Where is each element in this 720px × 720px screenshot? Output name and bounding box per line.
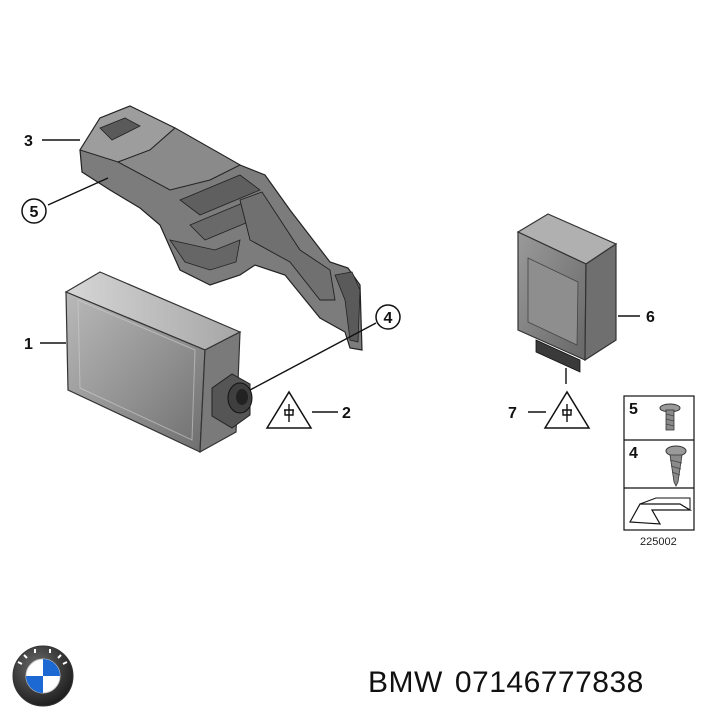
callout-3: 3	[24, 133, 33, 150]
screw-icon	[665, 445, 687, 487]
callout-7: 7	[508, 405, 517, 422]
plug-warning-icon	[265, 390, 313, 429]
callout-2: 2	[342, 405, 351, 422]
callout-5: 5	[30, 204, 39, 221]
arrow-icon	[629, 497, 693, 525]
control-unit-part	[64, 271, 253, 454]
callout-4-circle	[375, 304, 401, 330]
callout-5-circle	[21, 198, 47, 224]
callout-6: 6	[646, 309, 655, 326]
bracket-part	[79, 105, 363, 351]
callout-1: 1	[24, 336, 33, 353]
part-caption: BMW 07146777838	[368, 666, 656, 700]
bmw-logo	[12, 645, 74, 707]
part-number: 07146777838	[454, 666, 644, 699]
callout-4: 4	[384, 310, 393, 327]
legend-item-4: 4	[629, 445, 638, 462]
diagram-ref-number: 225002	[640, 536, 677, 548]
legend-item-5: 5	[629, 401, 638, 418]
fastener-legend: 5 4 225002	[623, 395, 695, 548]
brand-name: BMW	[368, 666, 443, 699]
module-part	[516, 213, 618, 373]
screw-icon	[659, 403, 681, 431]
plug-warning-icon	[543, 390, 591, 429]
leader-lines	[40, 139, 640, 413]
